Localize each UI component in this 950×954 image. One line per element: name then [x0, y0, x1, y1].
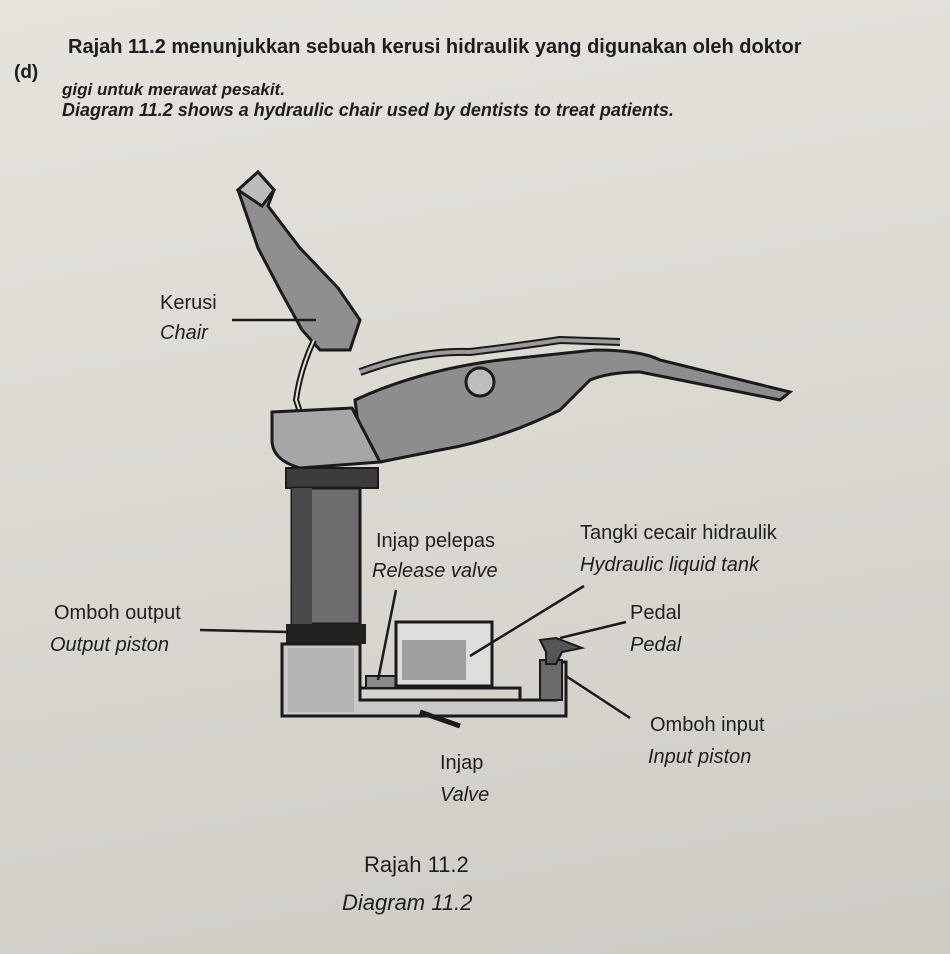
- label-output-piston-english: Output piston: [50, 634, 169, 656]
- label-pedal-english: Pedal: [630, 634, 682, 656]
- label-valve-english: Valve: [440, 784, 490, 806]
- input-cylinder: [539, 659, 563, 701]
- question-text-malay-line1: Rajah 11.2 menunjukkan sebuah kerusi hid…: [68, 36, 802, 58]
- valve-marker: [419, 709, 461, 729]
- label-tank-english: Hydraulic liquid tank: [580, 554, 759, 576]
- seat-base: [270, 406, 383, 470]
- caption-malay: Rajah 11.2: [364, 852, 469, 877]
- caption-english: Diagram 11.2: [342, 890, 473, 915]
- question-text-english: Diagram 11.2 shows a hydraulic chair use…: [62, 100, 674, 120]
- label-chair-english: Chair: [160, 322, 208, 344]
- armrest-joint: [464, 366, 496, 398]
- leader-input-piston: [565, 674, 631, 720]
- headrest: [235, 169, 276, 209]
- label-release-valve-english: Release valve: [372, 560, 498, 582]
- leader-tank: [469, 584, 585, 658]
- label-output-piston-malay: Omboh output: [54, 602, 181, 624]
- label-input-piston-malay: Omboh input: [650, 714, 765, 736]
- label-tank-malay: Tangki cecair hidraulik: [580, 522, 777, 544]
- label-input-piston-english: Input piston: [648, 746, 752, 768]
- backrest-rod: [292, 338, 317, 413]
- label-pedal-malay: Pedal: [630, 602, 682, 624]
- leader-pedal: [559, 620, 627, 640]
- pedal: [538, 636, 586, 665]
- leader-output-piston: [199, 628, 289, 634]
- question-text-malay-line2: gigi untuk merawat pesakit.: [62, 80, 285, 99]
- column-cap: [285, 467, 379, 489]
- question-number: (d): [14, 62, 39, 83]
- label-valve-malay: Injap: [440, 752, 484, 774]
- label-release-valve-malay: Injap pelepas: [376, 530, 495, 552]
- leader-release-valve: [376, 589, 398, 681]
- release-valve: [365, 675, 399, 689]
- release-valve-pipe: [360, 686, 522, 700]
- output-piston: [286, 624, 366, 644]
- label-chair-malay: Kerusi: [160, 292, 217, 314]
- chair-seat: [353, 348, 794, 464]
